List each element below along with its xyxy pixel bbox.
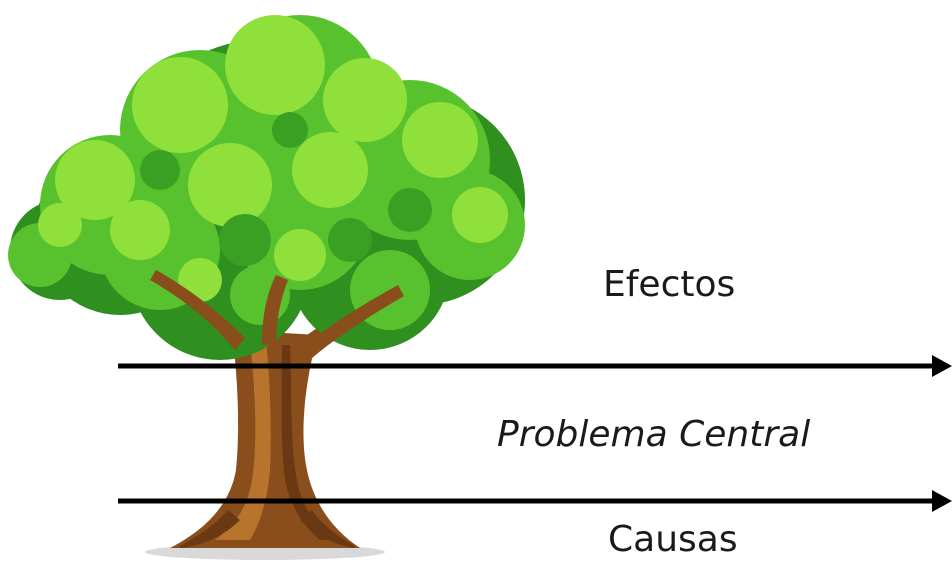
- tree-foliage: [8, 15, 525, 360]
- upper-arrow: [118, 355, 952, 377]
- causes-label: Causas: [608, 519, 738, 560]
- lower-arrow: [118, 490, 952, 512]
- central-problem-label: Problema Central: [497, 414, 811, 455]
- tree-trunk: [170, 330, 360, 548]
- effects-label: Efectos: [603, 264, 736, 305]
- tree-branches-front: [150, 270, 404, 358]
- tree-illustration: [8, 15, 525, 560]
